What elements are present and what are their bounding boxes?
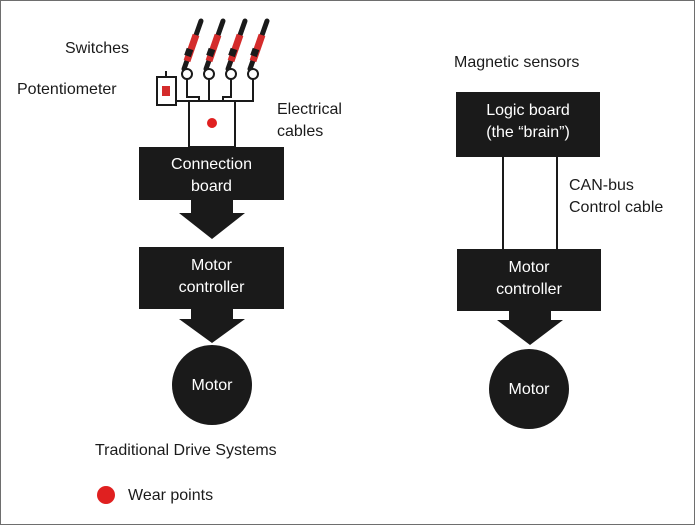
right-motor-controller-box	[457, 249, 601, 311]
right-motor-label: Motor	[508, 381, 550, 398]
connection-board-line1: Connection	[171, 156, 252, 173]
switch-2	[203, 18, 226, 72]
right-motor-circle	[489, 349, 569, 429]
legend-wear-label: Wear points	[128, 487, 214, 504]
arrow-controller-to-motor-right	[497, 311, 563, 345]
cables-label-line1: Electrical	[277, 101, 342, 118]
right-controller-line1: Motor	[508, 259, 550, 276]
switch-array	[181, 18, 270, 72]
cables-label-line2: cables	[277, 123, 324, 140]
left-controller-line1: Motor	[191, 257, 232, 274]
canbus-label-line2: Control cable	[569, 199, 664, 216]
potentiometer	[156, 71, 177, 106]
legend-wear-dot	[97, 486, 115, 504]
traditional-caption: Traditional Drive Systems	[95, 442, 277, 459]
left-motor-circle	[172, 345, 252, 425]
logic-board-box	[456, 92, 600, 157]
switch-1	[181, 18, 204, 72]
logic-board-line1: Logic board	[486, 102, 570, 119]
connection-board-box	[139, 147, 284, 200]
left-controller-line2: controller	[178, 279, 245, 296]
right-controller-line2: controller	[496, 281, 562, 298]
left-motor-label: Motor	[191, 377, 233, 394]
logic-board-line2: (the “brain”)	[486, 124, 570, 141]
switch-3	[225, 18, 248, 72]
arrow-controller-to-motor-left	[179, 309, 245, 343]
switch-4	[247, 18, 270, 72]
canbus-label-line1: CAN-bus	[569, 177, 634, 194]
arrow-connection-to-controller	[179, 200, 245, 239]
left-motor-controller-box	[139, 247, 284, 309]
magnetic-sensors-label: Magnetic sensors	[454, 54, 580, 71]
switch-contacts	[181, 68, 259, 80]
connection-board-line2: board	[191, 178, 232, 195]
potentiometer-label: Potentiometer	[17, 81, 117, 98]
switches-label: Switches	[65, 40, 130, 57]
cable-wear-point	[207, 118, 217, 128]
